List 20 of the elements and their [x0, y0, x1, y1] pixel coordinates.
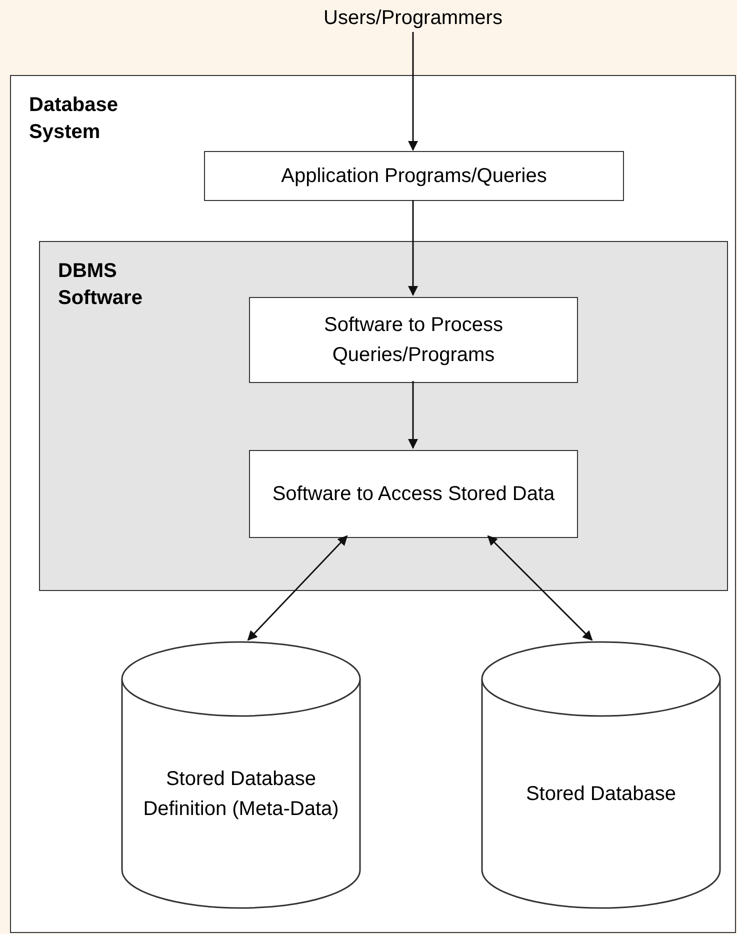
user-label: Users/Programmers: [324, 6, 502, 31]
panel-heading: Database System: [29, 93, 119, 145]
arrow: [247, 535, 348, 641]
software-panel: [39, 241, 728, 591]
node-label: Software to Process Queries/Programs: [323, 313, 504, 368]
node-label: Stored Database: [526, 782, 676, 807]
arrow: [408, 32, 418, 151]
node-label: Application Programs/Queries: [281, 164, 547, 189]
database-cylinder: [481, 641, 721, 909]
process-box: [204, 151, 624, 201]
node-label: Stored Database Definition (Meta-Data): [142, 767, 340, 822]
database-cylinder: [121, 641, 361, 909]
process-box: [249, 450, 578, 538]
arrow: [408, 200, 418, 296]
process-box: [249, 297, 578, 383]
arrow: [487, 535, 593, 641]
arrow: [408, 381, 418, 449]
panel-heading: DBMS Software: [58, 259, 144, 311]
node-label: Software to Access Stored Data: [272, 482, 555, 507]
system-boundary: [10, 75, 736, 933]
